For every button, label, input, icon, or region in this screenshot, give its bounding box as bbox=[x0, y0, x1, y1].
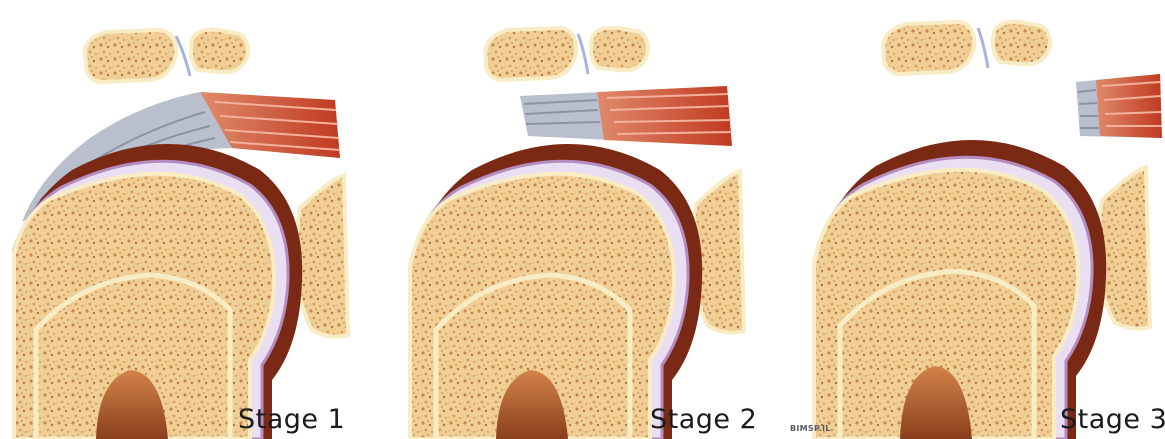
acromion-bone bbox=[485, 28, 648, 80]
stage-3-panel bbox=[784, 0, 1165, 439]
rotator-cuff-muscle-retracted bbox=[1076, 74, 1162, 138]
acromion-bone bbox=[883, 22, 1050, 74]
glenoid-bone bbox=[1098, 167, 1150, 329]
humeral-head bbox=[410, 144, 702, 439]
acromion-bone bbox=[85, 30, 248, 82]
stage-1-panel bbox=[0, 0, 390, 439]
humeral-head bbox=[814, 140, 1106, 439]
stage-1-label: Stage 1 bbox=[238, 404, 345, 436]
glenoid-bone bbox=[296, 175, 348, 337]
humeral-head bbox=[14, 144, 302, 439]
copyright-watermark: BIMSP.IL bbox=[790, 424, 831, 433]
stage-2-label: Stage 2 bbox=[650, 404, 757, 436]
stage-2-panel bbox=[392, 0, 782, 439]
stage-3-label: Stage 3 bbox=[1060, 404, 1165, 436]
rotator-cuff-tendon-muscle bbox=[520, 86, 732, 146]
